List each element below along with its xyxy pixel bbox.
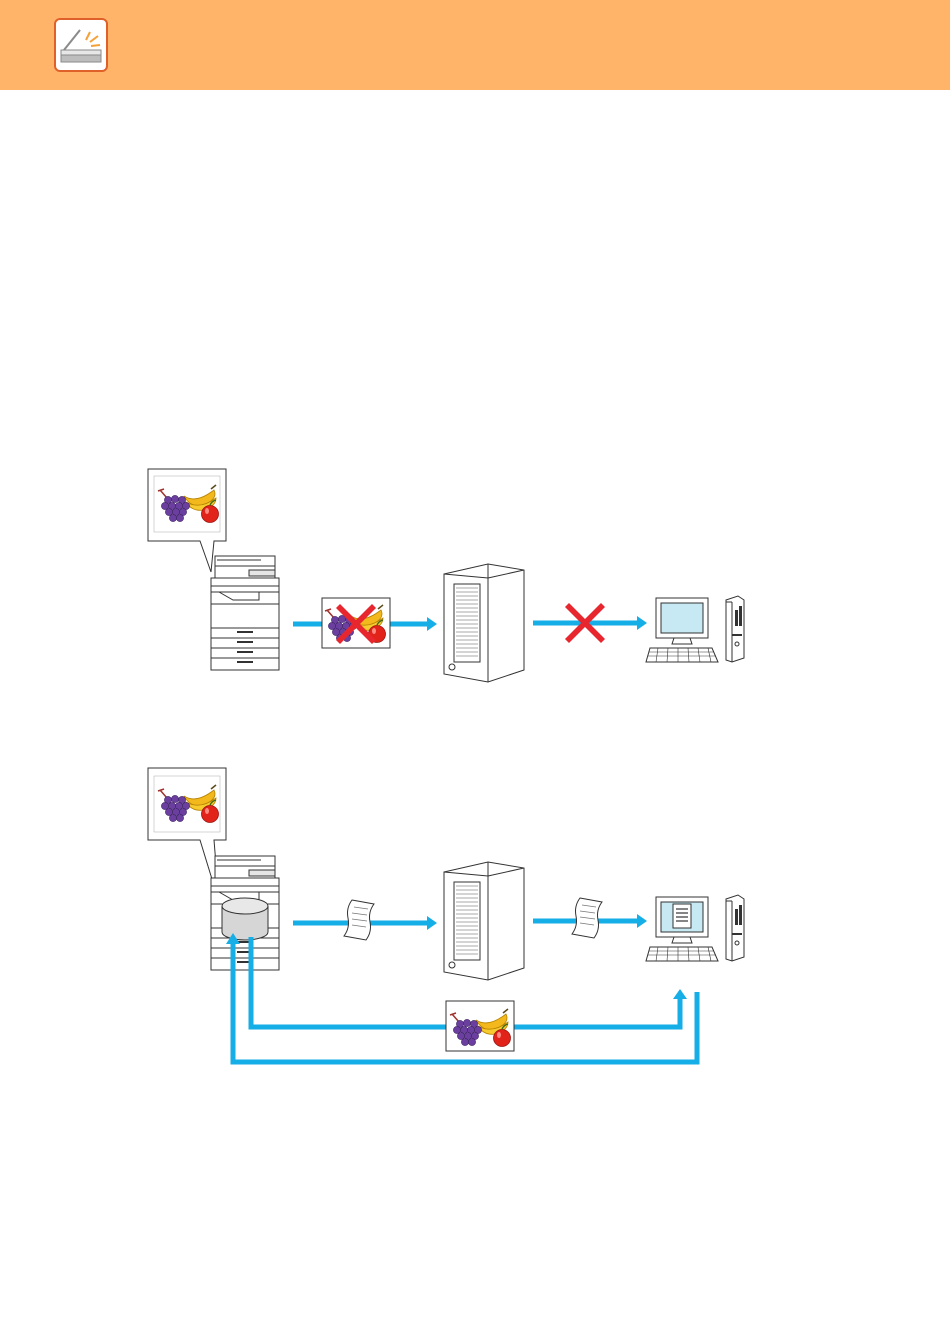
storage-drive-icon <box>222 898 268 940</box>
bottom-diagram <box>148 768 744 1062</box>
document-icon <box>344 900 374 940</box>
document-icon <box>572 898 602 938</box>
computer-icon <box>646 596 744 662</box>
multifunction-printer-icon <box>211 556 279 670</box>
direct-image-payload <box>446 1001 514 1051</box>
top-diagram <box>148 469 744 682</box>
server-icon <box>444 862 524 980</box>
scanned-image-bubble <box>148 469 226 572</box>
computer-icon <box>646 895 744 961</box>
blocked-image-payload <box>322 598 390 648</box>
server-icon <box>444 564 524 682</box>
